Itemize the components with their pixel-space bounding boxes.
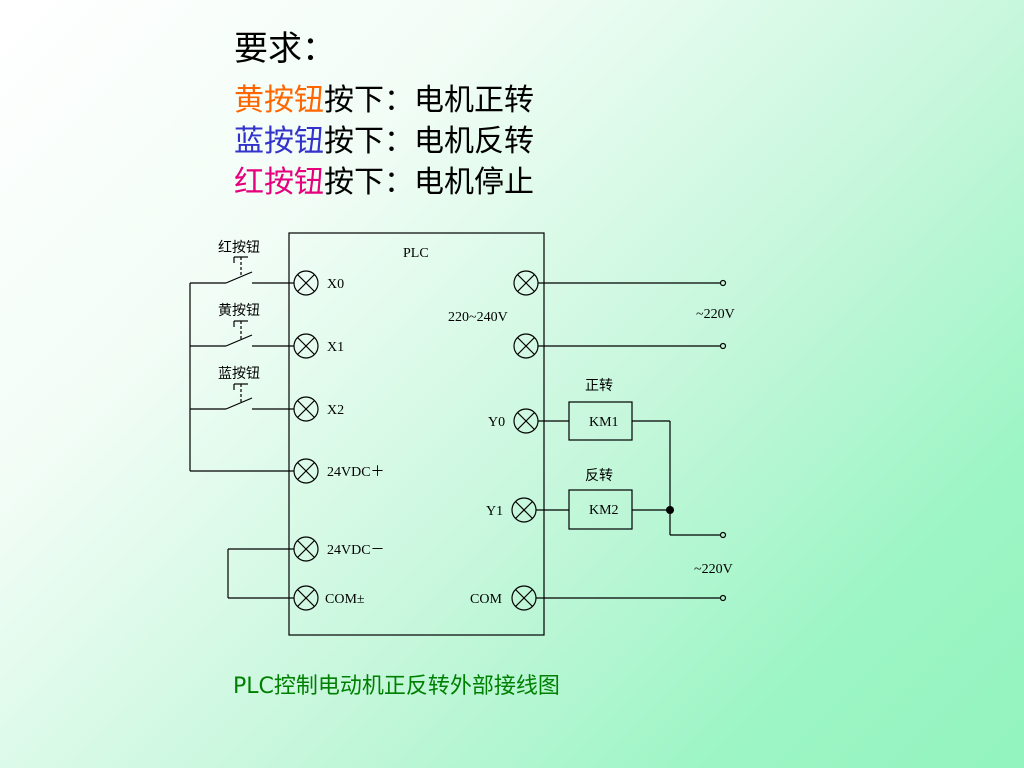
terminal-y0-icon bbox=[513, 408, 539, 434]
km2-label: KM2 bbox=[589, 503, 619, 518]
output-label-y1: Y1 bbox=[486, 504, 503, 519]
red-action: 按下：电机停止 bbox=[324, 165, 534, 200]
blue-button-tag: 蓝按钮 bbox=[218, 366, 260, 382]
blue-button-label: 蓝按钮 bbox=[234, 124, 324, 159]
terminal-24vdc-minus-icon bbox=[293, 536, 319, 562]
input-label-com-left: COM± bbox=[325, 592, 365, 607]
input-label-x1: X1 bbox=[327, 340, 344, 355]
output-label-com: COM bbox=[470, 592, 502, 607]
input-label-24vdc-minus: 24VDC－ bbox=[327, 543, 385, 558]
terminal-y1-icon bbox=[511, 497, 537, 523]
output-wiring bbox=[536, 279, 727, 602]
requirement-blue: 蓝按钮按下：电机反转 bbox=[234, 121, 534, 163]
input-label-24vdc-plus: 24VDC＋ bbox=[327, 465, 385, 480]
terminal-power-n-icon bbox=[513, 333, 539, 359]
supply-bottom-label: ~220V bbox=[694, 562, 733, 577]
power-in-label: 220~240V bbox=[448, 310, 508, 325]
reverse-label: 反转 bbox=[585, 468, 613, 484]
red-button-label: 红按钮 bbox=[234, 165, 324, 200]
red-button-tag: 红按钮 bbox=[218, 240, 260, 256]
terminal-com-right-icon bbox=[511, 585, 537, 611]
terminal-24vdc-plus-icon bbox=[293, 458, 319, 484]
requirement-red: 红按钮按下：电机停止 bbox=[234, 162, 534, 204]
plc-label: PLC bbox=[403, 246, 429, 261]
input-label-x0: X0 bbox=[327, 277, 344, 292]
junction-dot bbox=[666, 506, 674, 514]
terminal-com-left-icon bbox=[293, 585, 319, 611]
terminal-x2-icon bbox=[293, 396, 319, 422]
blue-action: 按下：电机反转 bbox=[324, 124, 534, 159]
input-label-x2: X2 bbox=[327, 403, 344, 418]
forward-label: 正转 bbox=[585, 378, 613, 394]
terminal-x1-icon bbox=[293, 333, 319, 359]
terminal-x0-icon bbox=[293, 270, 319, 296]
diagram-caption: PLC控制电动机正反转外部接线图 bbox=[233, 674, 560, 699]
requirement-yellow: 黄按钮按下：电机正转 bbox=[234, 80, 534, 122]
yellow-button-tag: 黄按钮 bbox=[218, 302, 260, 319]
output-label-y0: Y0 bbox=[488, 415, 505, 430]
terminal-power-l-icon bbox=[513, 270, 539, 296]
yellow-button-label: 黄按钮 bbox=[234, 83, 324, 118]
supply-top-label: ~220V bbox=[696, 307, 735, 322]
yellow-action: 按下：电机正转 bbox=[324, 83, 534, 118]
plc-box bbox=[288, 232, 545, 636]
requirements-title: 要求： bbox=[234, 29, 336, 69]
input-wiring bbox=[189, 256, 294, 599]
km1-label: KM1 bbox=[589, 415, 619, 430]
